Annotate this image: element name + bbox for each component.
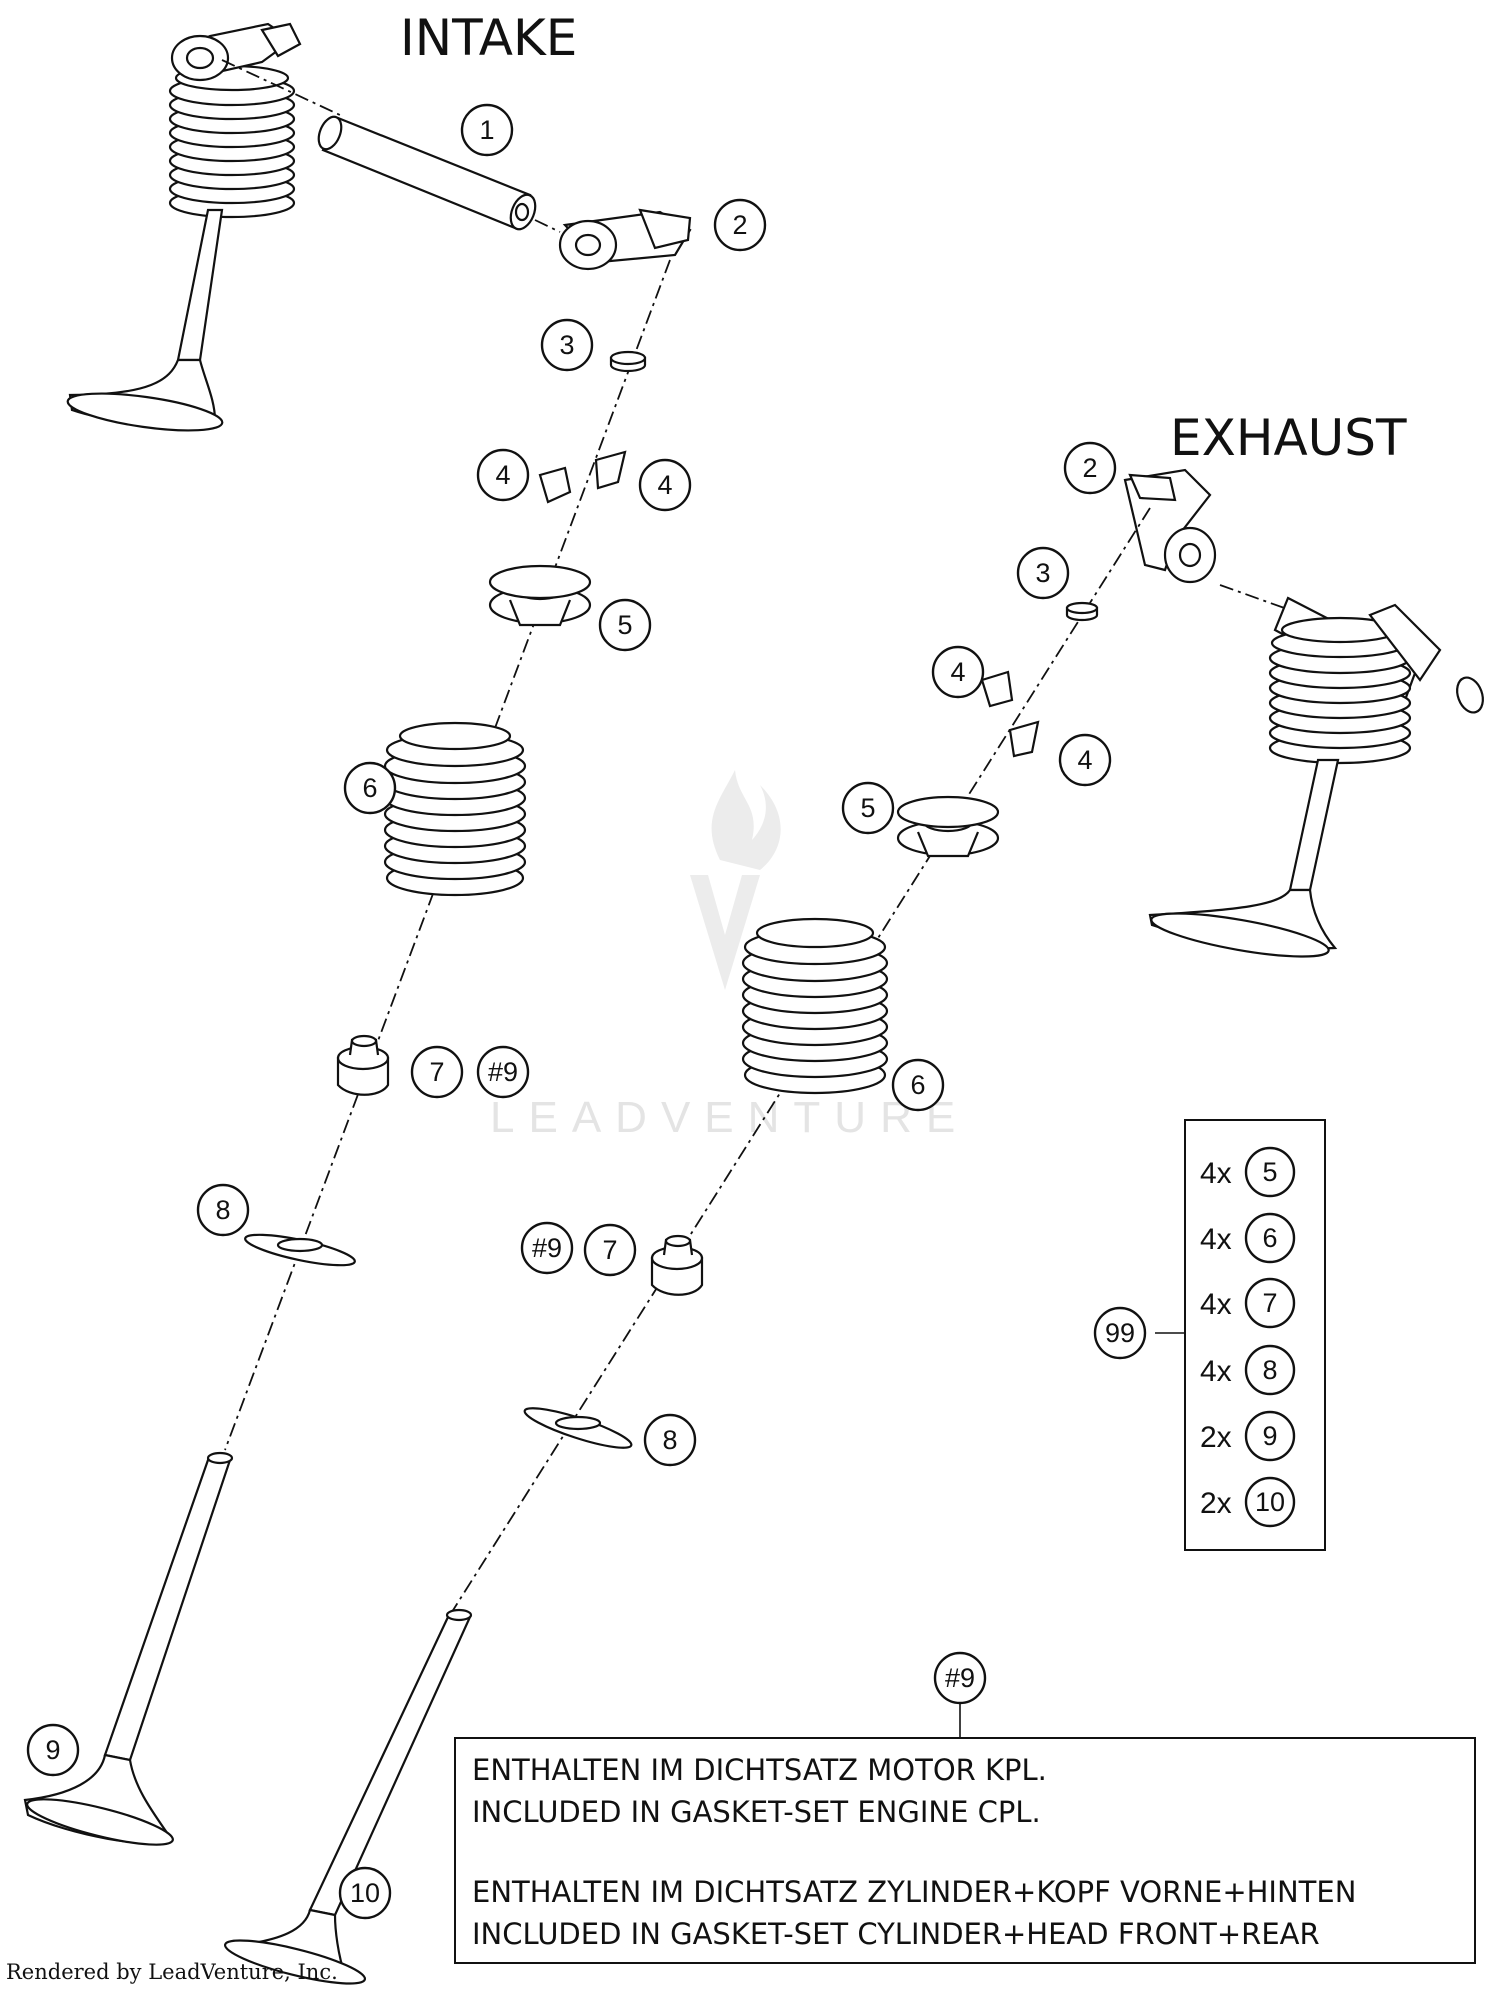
callout-intake-1: 1 — [460, 103, 514, 157]
intake-part-8-spring-seat — [244, 1233, 356, 1267]
note-line-1: ENTHALTEN IM DICHTSATZ MOTOR KPL. — [472, 1753, 1047, 1787]
svg-text:8: 8 — [215, 1195, 230, 1225]
intake-rocker-shaft — [221, 59, 561, 233]
svg-text:2: 2 — [732, 210, 747, 240]
svg-text:4: 4 — [1077, 745, 1092, 775]
intake-part-3-lash-cap — [609, 350, 647, 373]
callout-exhaust-6: 6 — [891, 1058, 945, 1112]
svg-text:#9: #9 — [488, 1057, 518, 1087]
note-line-3: ENTHALTEN IM DICHTSATZ ZYLINDER+KOPF VOR… — [472, 1875, 1356, 1909]
svg-text:6: 6 — [362, 773, 377, 803]
exhaust-part-10-valve — [223, 1608, 473, 1985]
svg-text:10: 10 — [350, 1878, 380, 1908]
callout-exhaust-4-upper: 4 — [931, 645, 985, 699]
svg-text:4x: 4x — [1200, 1157, 1232, 1190]
svg-text:7: 7 — [602, 1235, 617, 1265]
intake-rocker-arm — [558, 208, 692, 271]
svg-text:5: 5 — [860, 793, 875, 823]
svg-text:99: 99 — [1105, 1318, 1135, 1348]
kit-row-1: 4x 5 — [1200, 1146, 1296, 1198]
svg-text:9: 9 — [1262, 1421, 1277, 1451]
callout-exhaust-7: 7 — [583, 1223, 637, 1277]
exhaust-assembled-valve — [1148, 584, 1484, 958]
exhaust-part-5-retainer — [896, 795, 1000, 858]
svg-text:6: 6 — [1262, 1223, 1277, 1253]
svg-text:4x: 4x — [1200, 1355, 1232, 1388]
callout-exhaust-8: 8 — [643, 1413, 697, 1467]
intake-assembled-valve — [66, 22, 302, 432]
render-credit: Rendered by LeadVenture, Inc. — [6, 1960, 338, 1984]
svg-text:2: 2 — [1082, 453, 1097, 483]
callout-intake-2: 2 — [713, 198, 767, 252]
svg-text:3: 3 — [559, 330, 574, 360]
callout-note-ref9: #9 — [933, 1651, 987, 1705]
callout-intake-4-left: 4 — [476, 448, 530, 502]
intake-part-6-spring — [383, 721, 527, 897]
svg-text:2x: 2x — [1200, 1487, 1232, 1520]
kit-row-4: 4x 8 — [1200, 1344, 1296, 1396]
svg-text:4x: 4x — [1200, 1223, 1232, 1256]
exhaust-part-6-spring — [741, 917, 889, 1095]
note-line-2: INCLUDED IN GASKET-SET ENGINE CPL. — [472, 1795, 1041, 1829]
exhaust-heading: EXHAUST — [1170, 409, 1407, 467]
intake-part-9-valve — [23, 1451, 234, 1846]
exhaust-part-4-keeper-upper — [980, 670, 1014, 708]
callout-intake-7: 7 — [410, 1045, 464, 1099]
callout-exhaust-ref9: #9 — [520, 1221, 574, 1275]
callout-intake-4-right: 4 — [638, 458, 692, 512]
callout-intake-6: 6 — [343, 761, 397, 815]
svg-text:#9: #9 — [532, 1233, 562, 1263]
note-box: #9 ENTHALTEN IM DICHTSATZ MOTOR KPL. INC… — [454, 1651, 1476, 1964]
svg-text:5: 5 — [617, 610, 632, 640]
svg-text:1: 1 — [479, 115, 494, 145]
kit-row-3: 4x 7 — [1200, 1277, 1296, 1329]
svg-text:4x: 4x — [1200, 1288, 1232, 1321]
svg-text:10: 10 — [1255, 1487, 1285, 1517]
watermark-text: LEADVENTURE — [490, 1093, 969, 1142]
kit-row-2: 4x 6 — [1200, 1212, 1296, 1264]
callout-exhaust-10: 10 — [338, 1866, 392, 1920]
svg-text:7: 7 — [429, 1057, 444, 1087]
svg-text:7: 7 — [1262, 1288, 1277, 1318]
svg-text:4: 4 — [657, 470, 672, 500]
intake-part-4-keeper-left — [538, 466, 572, 504]
svg-text:9: 9 — [45, 1735, 60, 1765]
svg-text:8: 8 — [662, 1425, 677, 1455]
exhaust-rocker-arm — [1123, 468, 1217, 584]
svg-text:#9: #9 — [945, 1663, 975, 1693]
intake-part-4-keeper-right — [594, 450, 627, 490]
intake-heading: INTAKE — [400, 9, 577, 67]
callout-exhaust-3: 3 — [1016, 546, 1070, 600]
exhaust-part-7-stem-seal — [650, 1234, 704, 1296]
callout-intake-ref9: #9 — [476, 1045, 530, 1099]
kit-box: 99 4x 5 4x 6 4x 7 4x 8 2x 9 2x — [1093, 1119, 1326, 1551]
svg-text:3: 3 — [1035, 558, 1050, 588]
note-line-4: INCLUDED IN GASKET-SET CYLINDER+HEAD FRO… — [472, 1917, 1320, 1951]
svg-text:4: 4 — [495, 460, 510, 490]
callout-intake-8: 8 — [196, 1183, 250, 1237]
exhaust-part-3-lash-cap — [1065, 601, 1099, 622]
callout-exhaust-4-lower: 4 — [1058, 733, 1112, 787]
svg-text:5: 5 — [1262, 1157, 1277, 1187]
callout-intake-9: 9 — [26, 1723, 80, 1777]
exhaust-part-8-spring-seat — [523, 1407, 633, 1449]
callout-intake-5: 5 — [598, 598, 652, 652]
intake-part-5-retainer — [488, 564, 592, 627]
callout-exhaust-5: 5 — [841, 781, 895, 835]
svg-text:8: 8 — [1262, 1355, 1277, 1385]
svg-text:4: 4 — [950, 657, 965, 687]
exhaust-part-4-keeper-lower — [1008, 720, 1040, 758]
callout-intake-3: 3 — [540, 318, 594, 372]
svg-text:2x: 2x — [1200, 1421, 1232, 1454]
kit-row-6: 2x 10 — [1200, 1476, 1296, 1528]
kit-row-5: 2x 9 — [1200, 1410, 1296, 1462]
svg-text:6: 6 — [910, 1070, 925, 1100]
callout-exhaust-2: 2 — [1063, 441, 1117, 495]
intake-assembled-spring — [168, 64, 296, 219]
watermark: LEADVENTURE — [490, 770, 969, 1142]
intake-part-7-stem-seal — [336, 1034, 390, 1096]
callout-99: 99 — [1093, 1306, 1147, 1360]
